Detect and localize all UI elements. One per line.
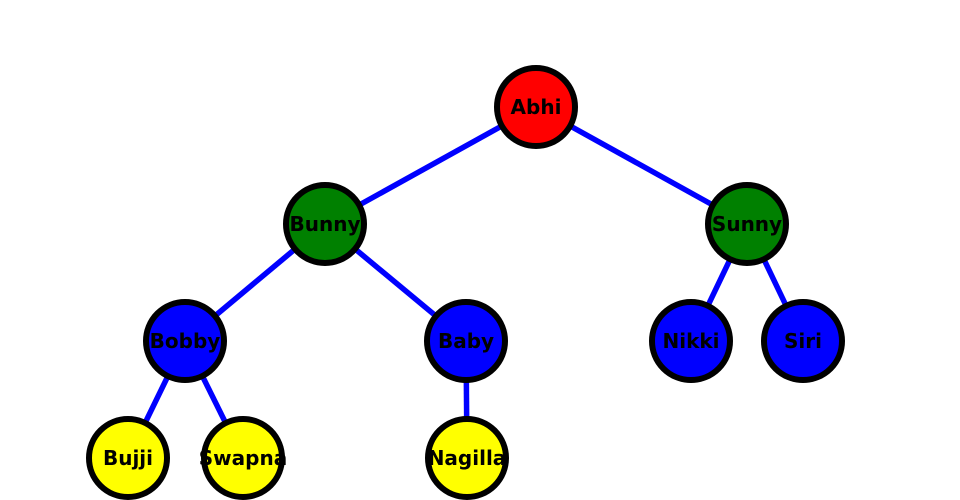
tree-node-nikki: Nikki xyxy=(649,299,733,383)
node-circle-bujji xyxy=(86,416,170,500)
node-label-bobby: Bobby xyxy=(150,329,221,353)
node-circle-nagilla xyxy=(425,416,509,500)
node-circle-siri xyxy=(761,299,845,383)
tree-node-abhi: Abhi xyxy=(494,65,578,149)
tree-node-bunny: Bunny xyxy=(283,182,367,266)
tree-node-bobby: Bobby xyxy=(143,299,227,383)
tree-node-siri: Siri xyxy=(761,299,845,383)
tree-node-sunny: Sunny xyxy=(705,182,789,266)
node-circle-swapna xyxy=(201,416,285,500)
node-circle-bunny xyxy=(283,182,367,266)
tree-node-nagilla: Nagilla xyxy=(425,416,509,500)
node-label-abhi: Abhi xyxy=(511,95,562,119)
node-label-sunny: Sunny xyxy=(712,212,782,236)
node-label-swapna: Swapna xyxy=(199,446,287,470)
node-circle-nikki xyxy=(649,299,733,383)
node-circle-sunny xyxy=(705,182,789,266)
tree-node-bujji: Bujji xyxy=(86,416,170,500)
node-label-baby: Baby xyxy=(438,329,494,353)
node-label-nikki: Nikki xyxy=(662,329,719,353)
node-label-siri: Siri xyxy=(784,329,822,353)
node-circle-abhi xyxy=(494,65,578,149)
node-label-bunny: Bunny xyxy=(290,212,361,236)
tree-node-swapna: Swapna xyxy=(199,416,287,500)
node-circle-baby xyxy=(424,299,508,383)
edges-layer xyxy=(125,104,806,460)
node-circle-bobby xyxy=(143,299,227,383)
node-label-nagilla: Nagilla xyxy=(428,446,507,470)
tree-node-baby: Baby xyxy=(424,299,508,383)
node-label-bujji: Bujji xyxy=(103,446,153,470)
